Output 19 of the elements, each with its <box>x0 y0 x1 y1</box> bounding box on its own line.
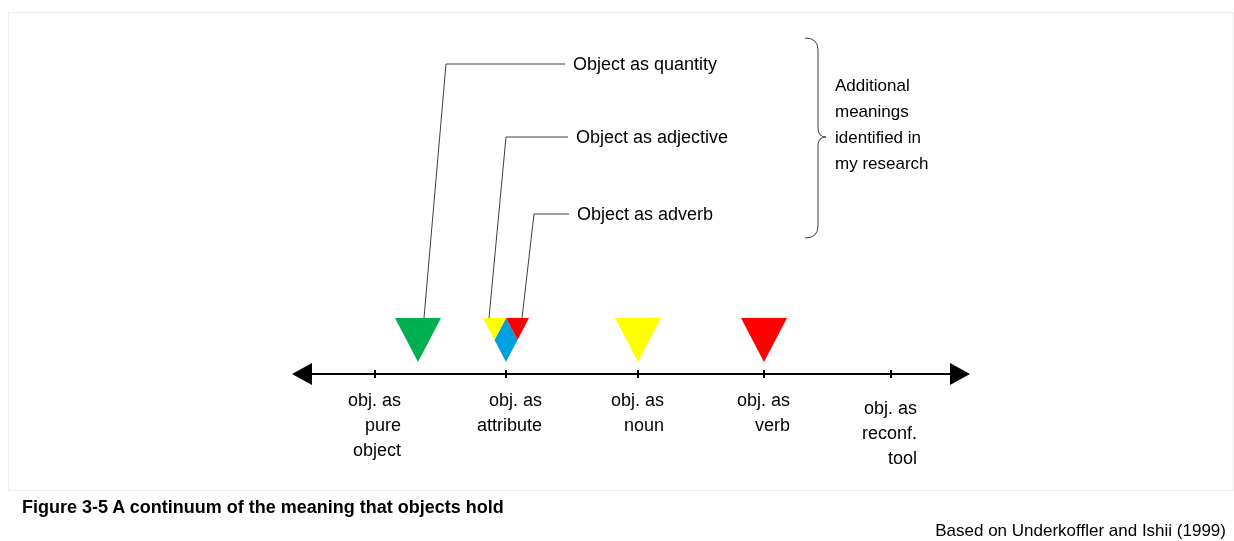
triangle-segment <box>483 318 506 340</box>
leader-line <box>521 213 570 319</box>
callout-text: Object as adjective <box>576 126 729 149</box>
triangle-marker <box>395 318 441 362</box>
leader-line <box>423 63 566 319</box>
leader-line <box>488 136 569 319</box>
axis-label: obj. as reconf. tool <box>860 397 917 470</box>
callout-text: Object as quantity <box>573 53 718 76</box>
axis-label: obj. as pure object <box>346 389 401 462</box>
axis-label: obj. as verb <box>735 389 790 437</box>
callout-text: Object as adverb <box>577 203 714 226</box>
triangle-marker <box>615 318 661 362</box>
axis-label: obj. as attribute <box>475 389 542 437</box>
source-note: Based on Underkoffler and Ishii (1999) <box>935 520 1226 541</box>
axis-label: obj. as noun <box>609 389 664 437</box>
callout-text: Additional meanings identified in my research <box>835 75 930 175</box>
triangle-segment <box>506 318 529 340</box>
triangle-marker <box>741 318 787 362</box>
figure-caption: Figure 3-5 A continuum of the meaning that objects hold <box>22 496 504 519</box>
